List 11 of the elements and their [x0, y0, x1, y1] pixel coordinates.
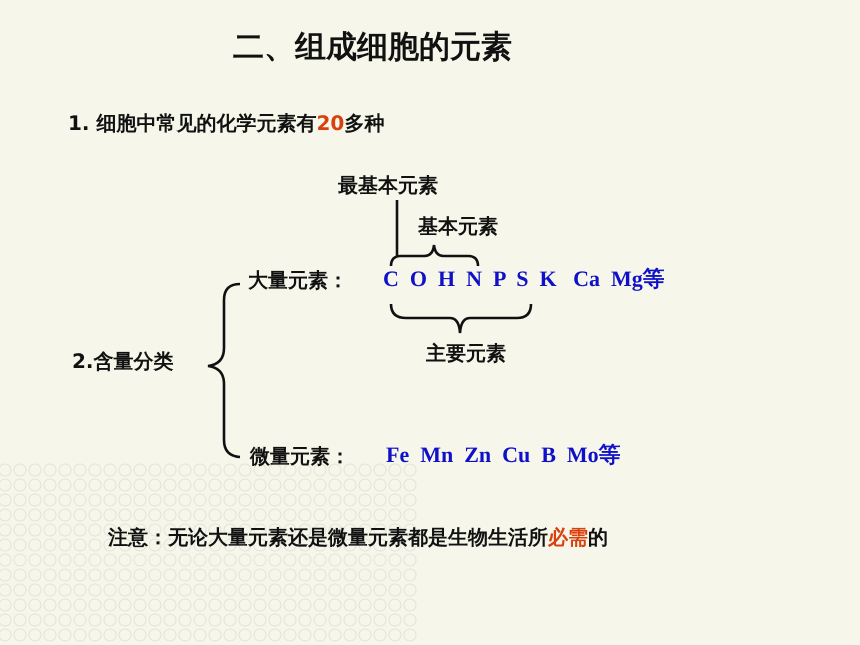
element-list: Fe Mn Zn Cu B Mo等 — [386, 442, 621, 468]
title: 二、组成细胞的元素 — [233, 29, 512, 66]
label: 大量元素： — [248, 268, 348, 292]
label: 微量元素： — [250, 444, 350, 468]
label: 主要元素 — [426, 341, 506, 365]
element-list: C O H N P S K Ca Mg等 — [383, 266, 665, 292]
label: 基本元素 — [418, 214, 498, 238]
label: 2.含量分类 — [72, 349, 174, 373]
heading: 1. 细胞中常见的化学元素有20多种 — [68, 111, 384, 135]
label: 最基本元素 — [338, 173, 438, 197]
note: 注意：无论大量元素还是微量元素都是生物生活所必需的 — [108, 525, 608, 549]
